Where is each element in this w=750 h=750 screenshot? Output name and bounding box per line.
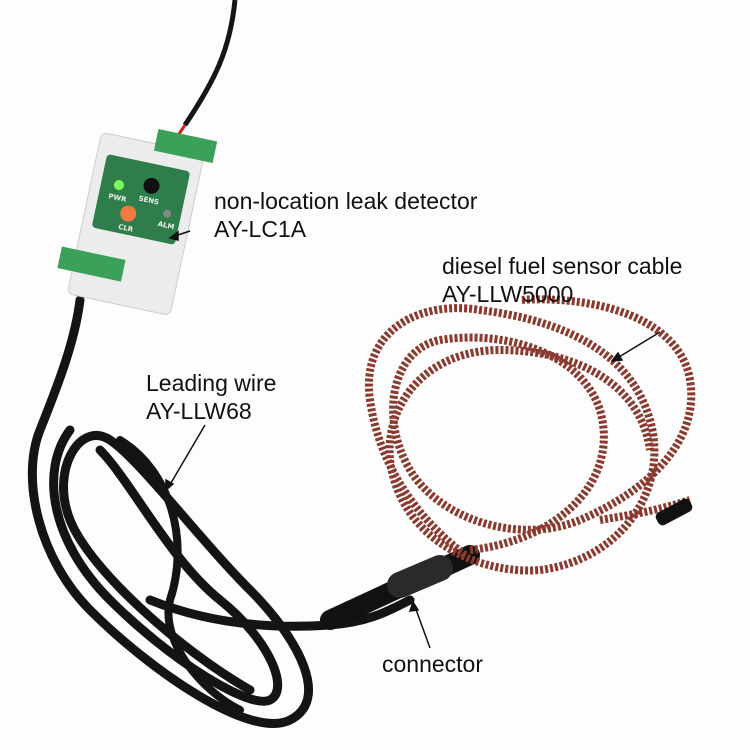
sensor-cable [364, 295, 696, 575]
clr-button [120, 205, 137, 222]
sensor-cable-model: AY-LLW5000 [442, 281, 574, 307]
panel-label-clr: CLR [117, 223, 134, 234]
connector-label: connector [382, 651, 484, 677]
sensor-cable-name: diesel fuel sensor cable [442, 253, 683, 279]
detector-name: non-location leak detector [214, 188, 478, 214]
power-wire [182, 0, 238, 127]
detector-label: non-location leak detector AY-LC1A [214, 187, 477, 243]
leading-wire-name: Leading wire [146, 370, 277, 396]
panel-label-alm: ALM [157, 220, 175, 231]
cable-connector [320, 545, 480, 630]
sensor-cable-label: diesel fuel sensor cable AY-LLW5000 [442, 252, 682, 308]
panel-label-pwr: PWR [108, 192, 128, 204]
pwr-led-icon [113, 180, 124, 191]
detector-model: AY-LC1A [214, 216, 307, 242]
leading-wire-model: AY-LLW68 [146, 398, 252, 424]
leading-wire-label: Leading wire AY-LLW68 [146, 369, 276, 425]
sensor-cable-end-cap [655, 498, 693, 526]
leak-detector-device: PWR SENS CLR ALM [57, 129, 218, 315]
alm-led-icon [163, 209, 172, 218]
annotation-arrows [165, 230, 661, 649]
leading-wire-cable [27, 295, 415, 728]
sensitivity-knob [143, 177, 160, 194]
